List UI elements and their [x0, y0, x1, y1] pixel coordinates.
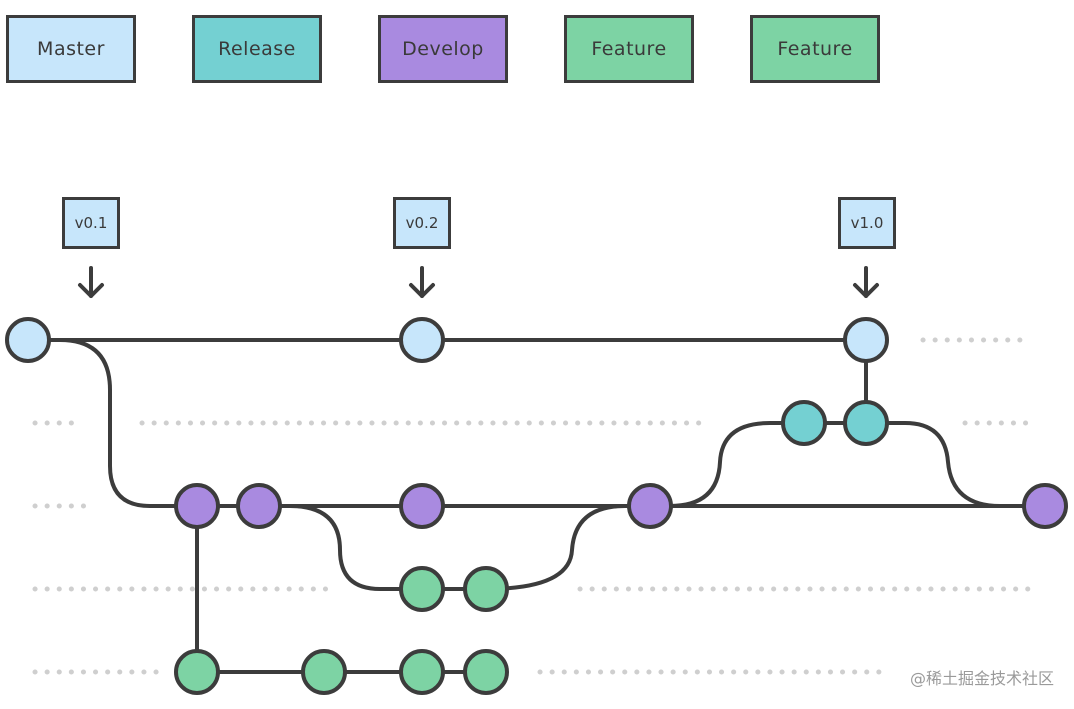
legend-master: Master: [6, 15, 136, 83]
commit-master-3: [843, 317, 889, 363]
commit-feature2-4: [463, 649, 509, 695]
legend-feature-1: Feature: [564, 15, 694, 83]
commit-release-1: [781, 400, 827, 446]
commit-develop-5: [1022, 483, 1068, 529]
legend-feature-2: Feature: [750, 15, 880, 83]
commit-develop-1: [174, 483, 220, 529]
release-branch-path: [668, 421, 868, 508]
commit-master-1: [5, 317, 51, 363]
commit-master-2: [399, 317, 445, 363]
legend-release: Release: [192, 15, 322, 83]
release-merge-path: [864, 421, 1002, 508]
dotted-guides: [32, 337, 1033, 675]
commit-feature1-1: [399, 566, 445, 612]
arrow-down-icon-v02: [409, 266, 435, 298]
commit-develop-3: [399, 483, 445, 529]
commit-feature1-2: [463, 566, 509, 612]
tag-v0-1: v0.1: [62, 197, 120, 249]
tag-v0-2: v0.2: [393, 197, 451, 249]
commit-feature2-2: [301, 649, 347, 695]
watermark: @稀土掘金技术社区: [909, 669, 1054, 688]
tag-v1-0: v1.0: [838, 197, 896, 249]
commit-nodes: [5, 317, 1068, 695]
commit-develop-4: [627, 483, 673, 529]
arrow-down-icon-v10: [853, 266, 879, 298]
arrow-down-icon-v01: [78, 266, 104, 298]
tag-arrows: [78, 266, 879, 298]
commit-feature2-3: [399, 649, 445, 695]
commit-feature2-1: [174, 649, 220, 695]
legend-develop: Develop: [378, 15, 508, 83]
commit-release-2: [843, 400, 889, 446]
feature1-branch-path: [288, 504, 627, 591]
master-to-develop-path: [58, 338, 199, 508]
commit-develop-2: [236, 483, 282, 529]
